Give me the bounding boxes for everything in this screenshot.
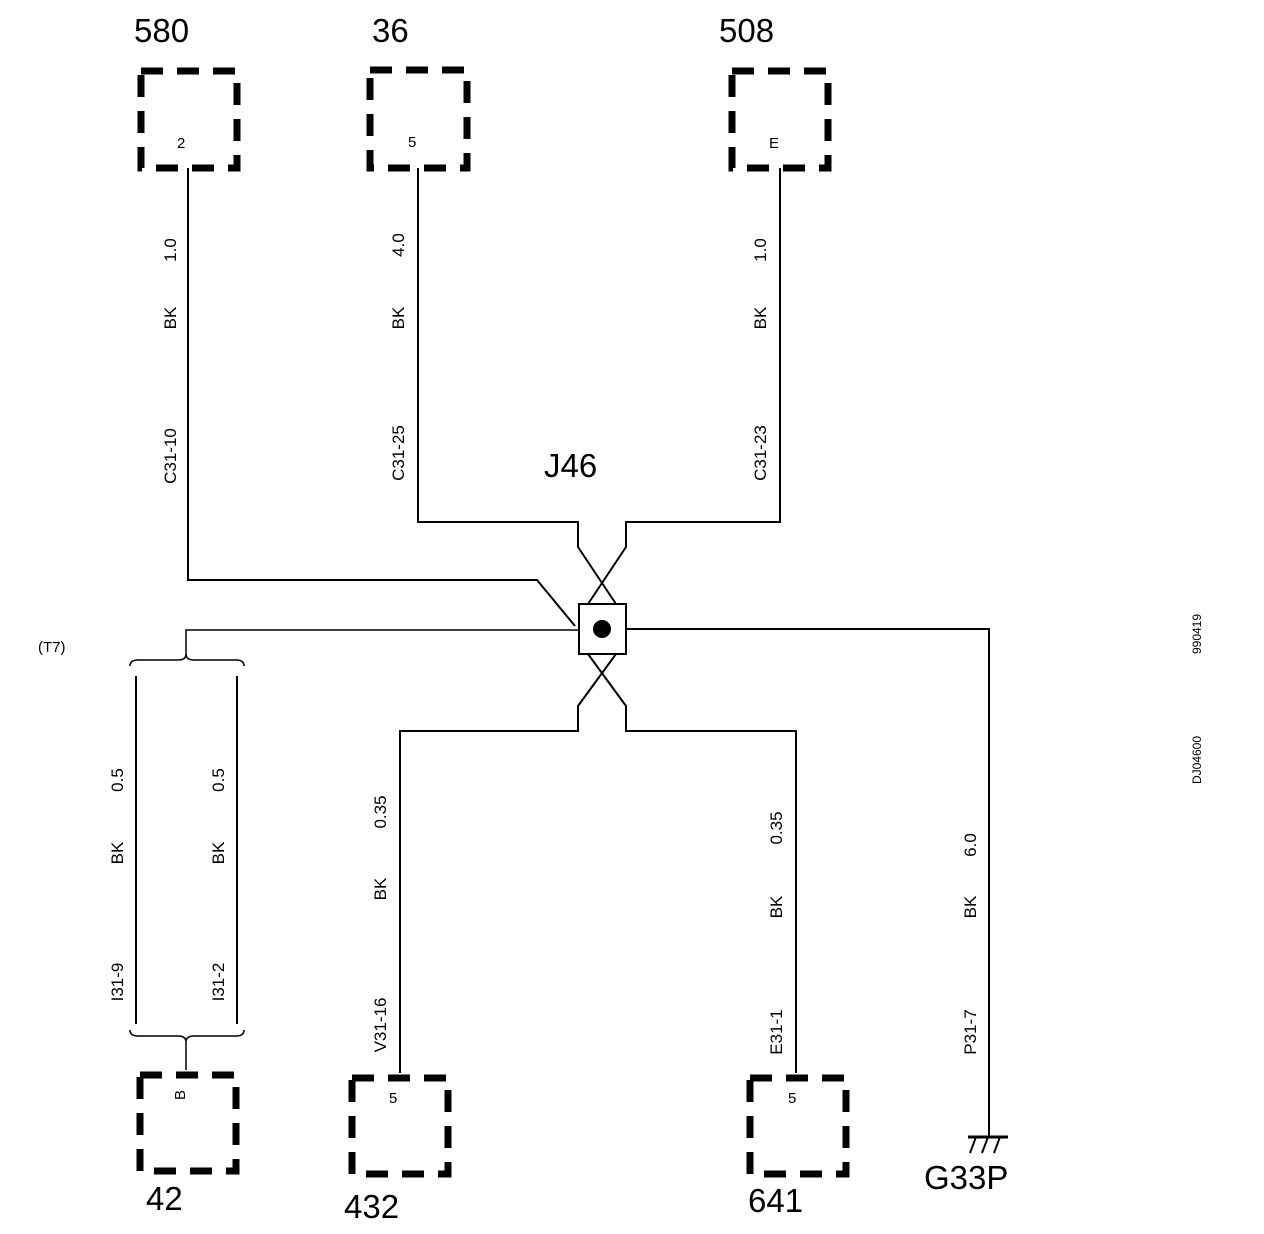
splice-id: J46 xyxy=(544,447,597,484)
component-42-pin: B xyxy=(172,1090,189,1100)
wire-508-connector: C31-23 xyxy=(751,425,770,481)
component-508-box[interactable] xyxy=(728,67,832,172)
wire-432-size: 0.35 xyxy=(371,795,390,828)
wire-ground-connector: P31-7 xyxy=(961,1009,980,1054)
wire-432-color: BK xyxy=(371,877,390,900)
component-641-box[interactable] xyxy=(746,1074,850,1178)
wire-36-connector: C31-25 xyxy=(389,425,408,481)
component-432-id: 432 xyxy=(344,1188,399,1225)
side-code-1: 990419 xyxy=(1190,614,1204,654)
wire-641-color: BK xyxy=(767,895,786,918)
branch-label: (T7) xyxy=(38,639,66,656)
wire-641[interactable] xyxy=(587,653,797,1073)
side-code-2: DJ04600 xyxy=(1190,736,1204,784)
component-432-pin: 5 xyxy=(389,1090,397,1107)
component-36-box[interactable] xyxy=(366,66,471,172)
wire-42a-connector: I31-9 xyxy=(108,963,127,1002)
component-580-pin: 2 xyxy=(177,135,185,152)
t7-top-brace xyxy=(129,653,245,667)
wire-508-size: 1.0 xyxy=(751,238,770,262)
wire-508-color: BK xyxy=(751,306,770,329)
component-641-pin: 5 xyxy=(788,1090,796,1107)
wire-36-size: 4.0 xyxy=(389,233,408,257)
component-580-id: 580 xyxy=(134,12,189,49)
wire-42a-size: 0.5 xyxy=(108,768,127,792)
t7-bottom-brace xyxy=(129,1029,245,1043)
wire-ground-size: 6.0 xyxy=(961,833,980,857)
component-42-id: 42 xyxy=(146,1180,183,1217)
wire-ground[interactable] xyxy=(626,628,990,1137)
wire-ground-color: BK xyxy=(961,895,980,918)
component-641-id: 641 xyxy=(748,1182,803,1219)
component-508-pin: E xyxy=(769,135,779,152)
component-36-pin: 5 xyxy=(408,134,416,151)
wire-641-size: 0.35 xyxy=(767,811,786,844)
wire-508[interactable] xyxy=(587,168,781,605)
wire-580-color: BK xyxy=(161,306,180,329)
wire-42a-color: BK xyxy=(108,841,127,864)
splice-box[interactable] xyxy=(578,603,627,655)
wire-580-size: 1.0 xyxy=(161,238,180,262)
wire-42b-connector: I31-2 xyxy=(209,963,228,1002)
wire-580[interactable] xyxy=(187,168,576,627)
wire-432-connector: V31-16 xyxy=(371,998,390,1053)
wire-42b-size: 0.5 xyxy=(209,768,228,792)
wire-t7[interactable] xyxy=(185,629,579,656)
ground-icon xyxy=(968,1135,1008,1154)
wire-641-connector: E31-1 xyxy=(767,1009,786,1054)
ground-id: G33P xyxy=(924,1159,1008,1196)
wire-36-color: BK xyxy=(389,306,408,329)
wire-42b-color: BK xyxy=(209,841,228,864)
component-42-box[interactable] xyxy=(136,1071,240,1175)
component-580-box[interactable] xyxy=(137,67,241,172)
splice-dot xyxy=(593,620,611,638)
component-432-box[interactable] xyxy=(348,1074,452,1178)
wire-580-connector: C31-10 xyxy=(161,428,180,484)
component-36-id: 36 xyxy=(372,12,409,49)
wire-432[interactable] xyxy=(399,653,617,1073)
component-508-id: 508 xyxy=(719,12,774,49)
wire-36[interactable] xyxy=(417,168,617,605)
